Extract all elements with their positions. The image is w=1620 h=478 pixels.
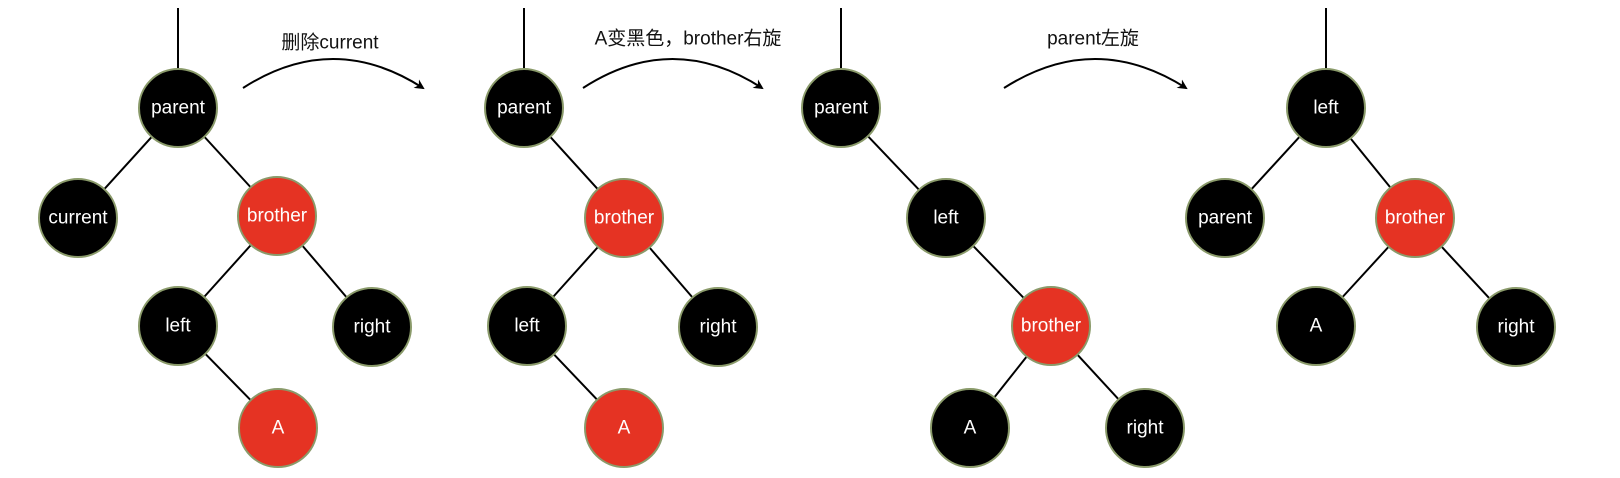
node-circle [1286, 68, 1366, 148]
node-circle [237, 176, 317, 256]
step-label: parent左旋 [1047, 28, 1139, 50]
node-label: parent [814, 98, 869, 119]
node-label: A [618, 418, 631, 439]
step-arrow-1: 删除current [242, 32, 425, 90]
node-label: left [514, 316, 540, 337]
node-parent: parent [138, 68, 218, 148]
node-label: parent [1198, 208, 1253, 229]
node-brother: brother [584, 178, 664, 258]
tree-edge-brother-right [1076, 354, 1120, 400]
node-right: right [332, 287, 412, 367]
node-label: left [933, 208, 959, 229]
node-parent: parent [801, 68, 881, 148]
node-current: current [38, 178, 118, 258]
step-arrow-3: parent左旋 [1003, 28, 1188, 90]
step-arrow-2: A变黑色，brother右旋 [582, 28, 782, 90]
node-label: A [272, 418, 285, 439]
node-circle [138, 286, 218, 366]
node-circle [1276, 286, 1356, 366]
node-circle [1375, 178, 1455, 258]
node-circle [584, 388, 664, 468]
tree-edge-parent-brother [549, 136, 599, 190]
node-label: right [700, 317, 738, 338]
tree-edge-left-parent [1250, 136, 1301, 190]
curved-arrow-icon [242, 58, 425, 90]
node-parent: parent [1185, 178, 1265, 258]
tree-edge-left-brother [1349, 137, 1392, 189]
node-label: A [964, 418, 977, 439]
tree-edge-parent-brother [203, 136, 252, 188]
node-circle [906, 178, 986, 258]
tree-edge-left-A [553, 353, 598, 401]
node-circle [584, 178, 664, 258]
node-label: A [1310, 316, 1323, 337]
tree-edge-brother-left [203, 244, 252, 298]
tree-edge-parent-left [867, 135, 920, 191]
node-A: A [238, 388, 318, 468]
node-label: left [1313, 98, 1339, 119]
node-label: parent [151, 98, 206, 119]
step-label: 删除current [281, 32, 379, 54]
tree-edge-brother-left [552, 246, 599, 298]
curved-arrow-icon [1003, 58, 1188, 90]
node-label: right [1498, 317, 1536, 338]
node-circle [1011, 286, 1091, 366]
node-circle [801, 68, 881, 148]
node-right: right [1476, 287, 1556, 367]
node-label: brother [1021, 316, 1082, 337]
node-label: left [165, 316, 191, 337]
node-label: right [1127, 418, 1165, 439]
tree-edge-left-brother [972, 245, 1025, 299]
node-A: A [930, 388, 1010, 468]
node-label: brother [247, 206, 308, 227]
node-circle [38, 178, 118, 258]
curved-arrow-icon [582, 58, 764, 90]
node-circle [1476, 287, 1556, 367]
tree-edge-brother-right [648, 246, 694, 299]
node-circle [1105, 388, 1185, 468]
node-circle [138, 68, 218, 148]
node-A: A [584, 388, 664, 468]
node-circle [484, 68, 564, 148]
tree-edge-brother-right [1440, 245, 1491, 300]
node-label: current [48, 208, 108, 229]
node-label: brother [594, 208, 655, 229]
node-right: right [1105, 388, 1185, 468]
node-left: left [138, 286, 218, 366]
tree-edge-left-A [204, 353, 252, 401]
node-label: brother [1385, 208, 1446, 229]
node-label: parent [497, 98, 552, 119]
node-left: left [487, 286, 567, 366]
node-brother: brother [1011, 286, 1091, 366]
node-circle [332, 287, 412, 367]
node-circle [487, 286, 567, 366]
tree-edge-parent-current [103, 136, 153, 190]
node-circle [238, 388, 318, 468]
node-right: right [678, 287, 758, 367]
node-label: right [354, 317, 392, 338]
node-left: left [1286, 68, 1366, 148]
tree-edge-brother-A [993, 355, 1028, 399]
node-A: A [1276, 286, 1356, 366]
tree-edge-brother-right [301, 244, 348, 299]
node-circle [930, 388, 1010, 468]
node-circle [678, 287, 758, 367]
node-circle [1185, 178, 1265, 258]
tree-edge-brother-A [1341, 246, 1390, 298]
node-brother: brother [1375, 178, 1455, 258]
node-brother: brother [237, 176, 317, 256]
node-parent: parent [484, 68, 564, 148]
node-left: left [906, 178, 986, 258]
step-label: A变黑色，brother右旋 [595, 28, 782, 50]
